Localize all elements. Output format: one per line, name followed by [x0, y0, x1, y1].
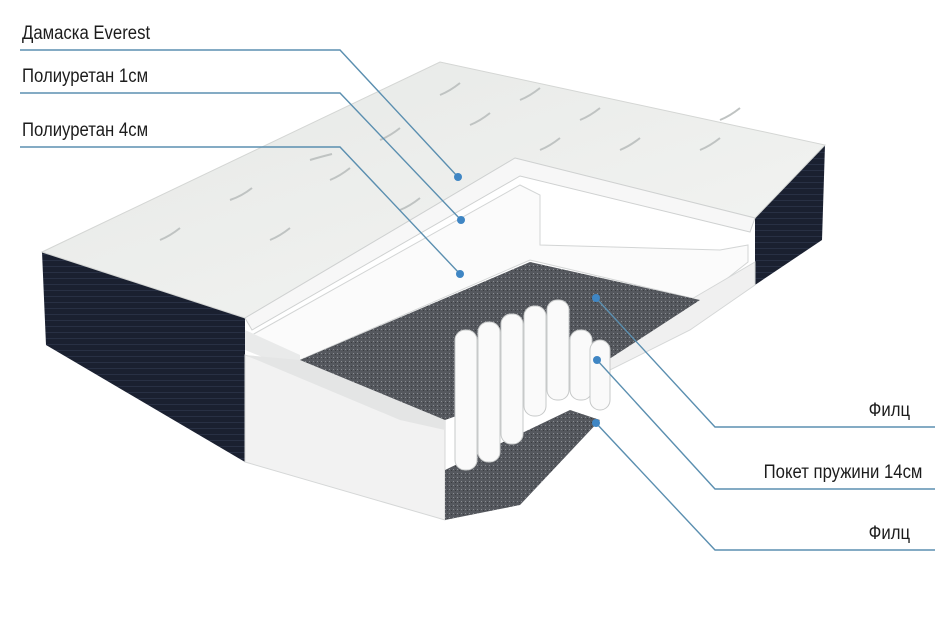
- label-pocket-springs: Покет пружини 14см: [763, 462, 922, 483]
- label-felt-top: Филц: [868, 400, 910, 421]
- felt-layer-bottom: [445, 410, 600, 520]
- pocket-springs: [454, 299, 611, 471]
- mattress-left-side: [42, 252, 245, 462]
- marker-dots: [454, 173, 601, 427]
- mattress-right-side: [755, 145, 825, 285]
- label-damask: Дамаска Everest: [22, 23, 151, 44]
- foam-block-top: [245, 355, 445, 430]
- foam-layer-1cm-top: [244, 157, 756, 331]
- label-polyurethane-1cm: Полиуретан 1см: [22, 66, 149, 87]
- foam-layer-4cm-top: [250, 184, 749, 361]
- label-felt-bottom: Филц: [868, 523, 910, 544]
- quilting-stitches: [159, 82, 741, 241]
- label-polyurethane-4cm: Полиуретан 4см: [22, 120, 149, 141]
- leader-lines: [20, 49, 935, 551]
